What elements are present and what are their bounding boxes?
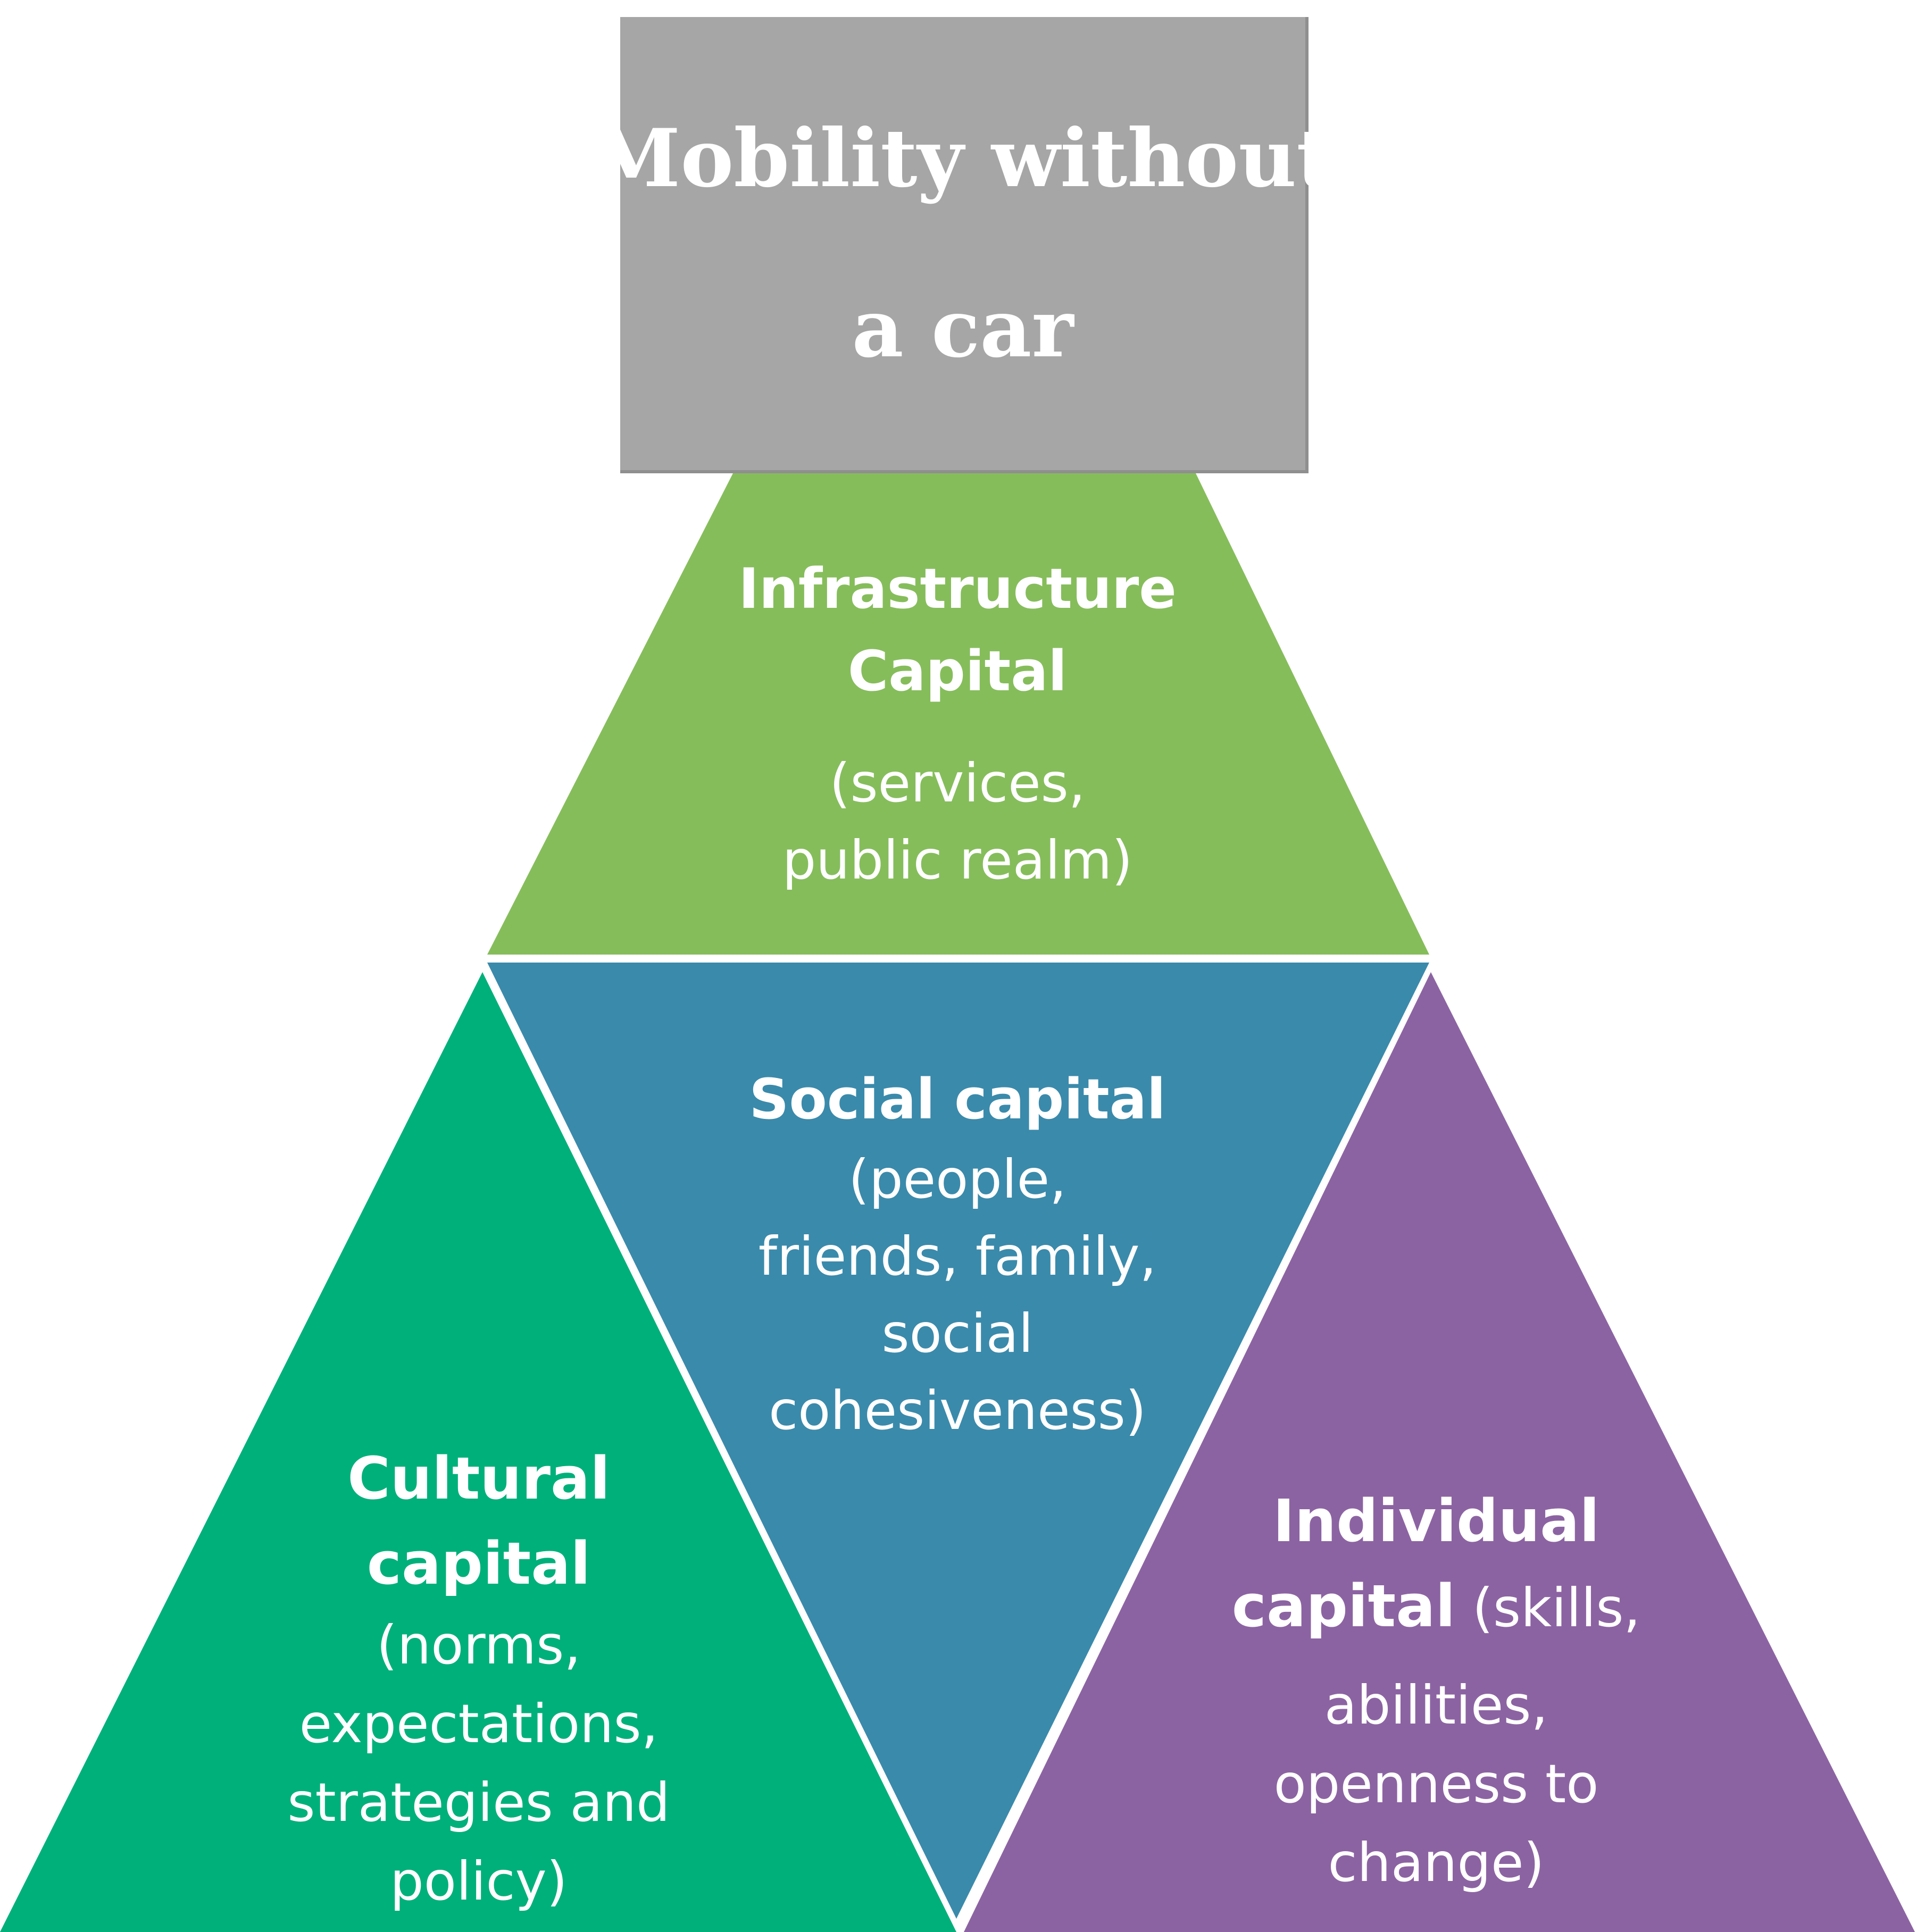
cultural-desc-4: policy)	[390, 1850, 568, 1912]
individual-desc-2: abilities,	[1324, 1674, 1548, 1736]
social-capital-label: Social capital (people, friends, family,…	[691, 1058, 1223, 1449]
cultural-capital-label: Cultural capital (norms, expectations, s…	[239, 1436, 718, 1921]
individual-capital-triangle	[964, 972, 1915, 1932]
cultural-desc-2: expectations,	[299, 1693, 659, 1755]
cultural-title-1: Cultural	[347, 1444, 610, 1512]
social-capital-triangle	[487, 963, 1429, 1919]
infrastructure-title-1: Infrastructure	[738, 556, 1177, 621]
social-desc-3: social	[881, 1302, 1034, 1365]
apex-title-line-2: a car	[852, 282, 1074, 375]
individual-desc-1: (skills,	[1455, 1577, 1641, 1639]
individual-desc-3: openness to	[1273, 1753, 1599, 1815]
individual-title-2: capital	[1231, 1572, 1456, 1640]
cultural-title-2: capital	[366, 1529, 591, 1598]
individual-capital-label: Individual capital (skills, abilities, o…	[1181, 1478, 1691, 1902]
infrastructure-title-2: Capital	[847, 639, 1068, 704]
infrastructure-capital-label: Infrastructure Capital (services, public…	[691, 548, 1223, 899]
cultural-desc-3: strategies and	[287, 1771, 670, 1834]
individual-title-1: Individual	[1272, 1487, 1600, 1555]
individual-desc-4: change)	[1328, 1831, 1545, 1894]
infrastructure-desc-1: (services,	[829, 752, 1086, 814]
apex-title-line-1: Mobility without	[592, 112, 1334, 205]
social-desc-1: (people,	[848, 1148, 1066, 1210]
cultural-capital-triangle	[0, 972, 956, 1932]
infrastructure-capital-trapezoid	[487, 473, 1429, 955]
social-desc-2: friends, family,	[758, 1225, 1157, 1287]
infrastructure-desc-2: public realm)	[782, 829, 1133, 891]
cultural-desc-1: (norms,	[376, 1614, 581, 1676]
mobility-without-car-box: Mobility without a car	[592, 17, 1334, 473]
social-title: Social capital	[749, 1067, 1166, 1132]
social-desc-4: cohesiveness)	[769, 1379, 1146, 1442]
